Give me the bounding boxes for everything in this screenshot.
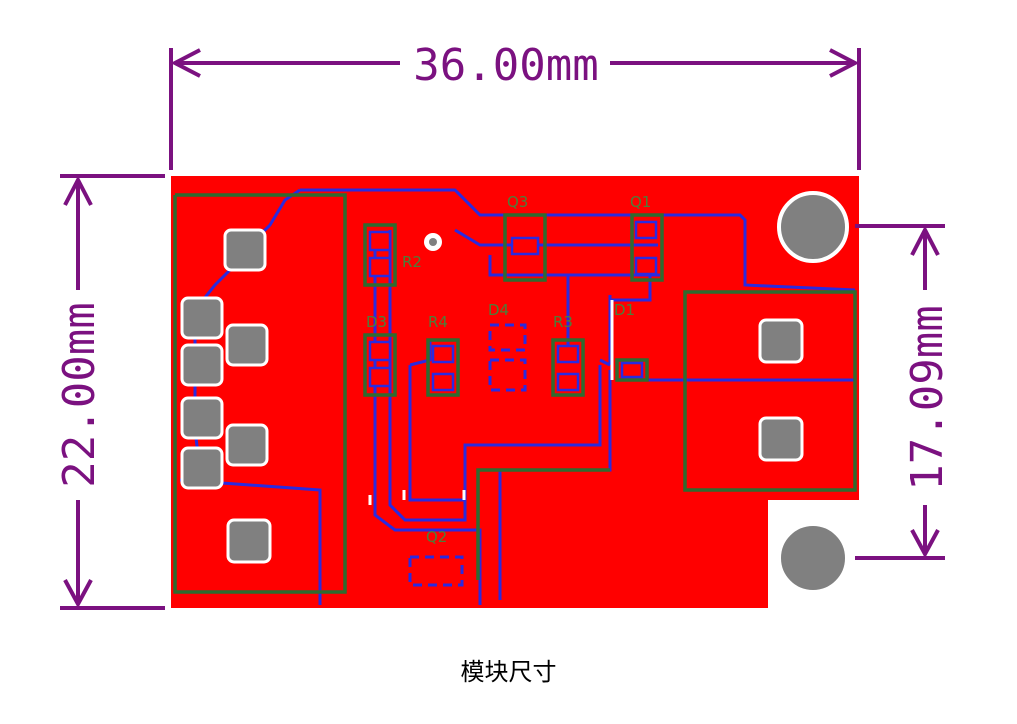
figure-caption: 模块尺寸	[460, 658, 557, 686]
label-r3: R3	[553, 313, 573, 331]
label-d3: D3	[366, 313, 387, 331]
bottom-layer-parts	[408, 323, 527, 587]
hole-spacing-dimension-label: 17.09mm	[902, 305, 953, 490]
hole-spacing-dimension-lines	[855, 224, 945, 560]
label-q2: Q2	[426, 528, 447, 546]
height-dimension-lines	[60, 174, 165, 610]
mounting-hole-top	[777, 191, 849, 263]
silkscreen-outlines	[173, 193, 857, 594]
width-dimension-label: 36.00mm	[413, 40, 598, 91]
width-dimension-lines	[169, 48, 861, 170]
via-hole	[429, 238, 437, 246]
label-r4: R4	[428, 313, 448, 331]
label-r2: R2	[402, 253, 422, 271]
label-d4: D4	[488, 301, 509, 319]
pads	[180, 228, 804, 564]
label-d1: D1	[614, 301, 635, 319]
board-cutlines	[368, 300, 614, 505]
label-q1: Q1	[630, 193, 651, 211]
label-q3: Q3	[507, 193, 528, 211]
height-dimension-label: 22.00mm	[54, 302, 105, 487]
smd-pads	[368, 220, 658, 392]
mounting-hole-bottom	[777, 522, 849, 594]
